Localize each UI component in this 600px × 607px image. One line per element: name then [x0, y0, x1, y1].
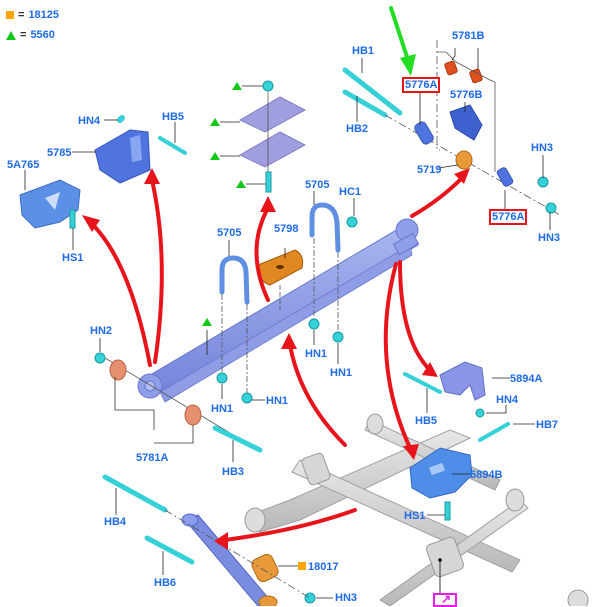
- legend-item-5560: = 5560: [6, 29, 55, 41]
- part-label-5719[interactable]: 5719: [417, 164, 442, 176]
- front-eye-bushings: [94, 352, 263, 453]
- leader-lines: [24, 48, 551, 599]
- part-label-hb4[interactable]: HB4: [104, 516, 127, 528]
- part-label-hb3[interactable]: HB3: [222, 466, 245, 478]
- part-label-hn2[interactable]: HN2: [90, 325, 113, 337]
- shackle-assembly: [342, 40, 561, 216]
- part-label-hb2[interactable]: HB2: [346, 123, 369, 135]
- part-label-hb6[interactable]: HB6: [154, 577, 177, 589]
- part-label-5894b[interactable]: 5894B: [470, 469, 503, 481]
- bracket-5894b: [409, 447, 473, 499]
- legend-equals: =: [18, 9, 25, 21]
- external-link-arrow-icon: ↗: [441, 592, 452, 606]
- part-label-5781b[interactable]: 5781B: [452, 30, 485, 42]
- part-label-5785[interactable]: 5785: [47, 147, 72, 159]
- part-label-hn1[interactable]: HN1: [305, 348, 328, 360]
- part-label-hn1[interactable]: HN1: [330, 367, 353, 379]
- shock-absorber: [102, 474, 316, 606]
- part-label-hn3-lower[interactable]: HN3: [335, 592, 358, 604]
- part-label-5705-right[interactable]: 5705: [305, 179, 330, 191]
- part-label-5776a-highlighted[interactable]: 5776A: [401, 77, 441, 93]
- arrowheads: [82, 168, 470, 550]
- part-label-hn3-top[interactable]: HN3: [531, 142, 554, 154]
- part-label-hn4-right[interactable]: HN4: [496, 394, 519, 406]
- part-label-5781a[interactable]: 5781A: [136, 452, 169, 464]
- bracket-5894a: [439, 361, 486, 401]
- part-label-hb5-right[interactable]: HB5: [415, 415, 438, 427]
- part-label-hc1[interactable]: HC1: [339, 186, 362, 198]
- leaf-spring: [104, 218, 420, 434]
- legend-value[interactable]: 18125: [28, 9, 60, 21]
- part-label-5798[interactable]: 5798: [274, 223, 299, 235]
- green-pointer-arrow: [389, 6, 416, 76]
- part-label-5894a[interactable]: 5894A: [510, 373, 543, 385]
- orange-square-icon: [298, 562, 306, 570]
- u-bolt-left: [219, 255, 250, 395]
- part-label-hb7[interactable]: HB7: [536, 419, 559, 431]
- part-label-hn3-bottom[interactable]: HN3: [538, 232, 561, 244]
- orange-square-icon: [6, 11, 14, 19]
- bracket-5a765: [19, 179, 81, 229]
- hn1-nuts: [216, 216, 358, 404]
- part-label-hs1[interactable]: HS1: [62, 252, 84, 264]
- u-bolt-right: [309, 202, 341, 335]
- bracket-5785: [94, 129, 151, 184]
- legend-equals: =: [20, 29, 27, 41]
- green-triangle-icon: [6, 30, 16, 40]
- callout-arrows: [88, 176, 464, 542]
- part-label-hb1[interactable]: HB1: [352, 45, 375, 57]
- part-label-hs1-right[interactable]: HS1: [404, 510, 426, 522]
- part-label-5a765[interactable]: 5A765: [7, 159, 40, 171]
- part-label-hn1[interactable]: HN1: [211, 403, 234, 415]
- part-label-hn1[interactable]: HN1: [266, 395, 289, 407]
- part-label-hn4[interactable]: HN4: [78, 115, 101, 127]
- part-label-18017[interactable]: 18017: [308, 561, 339, 573]
- part-label-5776b[interactable]: 5776B: [450, 89, 483, 101]
- legend-value[interactable]: 5560: [30, 29, 55, 41]
- shim-stack: [238, 80, 307, 193]
- part-label-hb5[interactable]: HB5: [162, 111, 185, 123]
- right-fasteners: [69, 115, 510, 521]
- green-triangle-markers: [202, 82, 266, 326]
- legend-item-18125: = 18125: [6, 9, 59, 21]
- part-label-5705-left[interactable]: 5705: [217, 227, 242, 239]
- part-label-5776a-highlighted-lower[interactable]: 5776A: [488, 209, 528, 225]
- external-link-button[interactable]: ↗: [433, 592, 457, 607]
